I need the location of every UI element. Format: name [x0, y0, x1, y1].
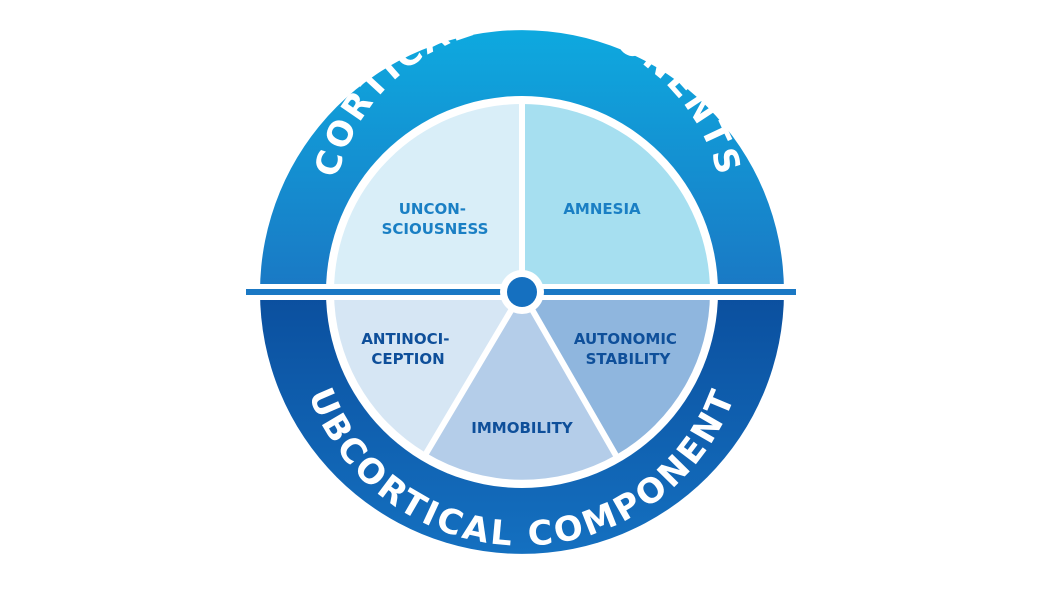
autonomic-stability-label: AUTONOMIC STABILITY [574, 330, 682, 368]
segment-immobility [426, 292, 616, 480]
segment-autonomic-stability [522, 292, 711, 455]
divider-left [421, 290, 525, 459]
immobility-label: IMMOBILITY [471, 419, 574, 437]
center-hub [507, 277, 537, 307]
segment-antinociception [334, 292, 522, 453]
amnesia-label: AMNESIA [563, 200, 641, 218]
segment-unconsciousness [334, 104, 522, 292]
segment-amnesia [522, 104, 710, 292]
unconsciousness-label: UNCON- SCIOUSNESS [382, 200, 489, 238]
divider-right [519, 290, 621, 461]
antinociception-label: ANTINOCI- CEPTION [361, 330, 454, 368]
